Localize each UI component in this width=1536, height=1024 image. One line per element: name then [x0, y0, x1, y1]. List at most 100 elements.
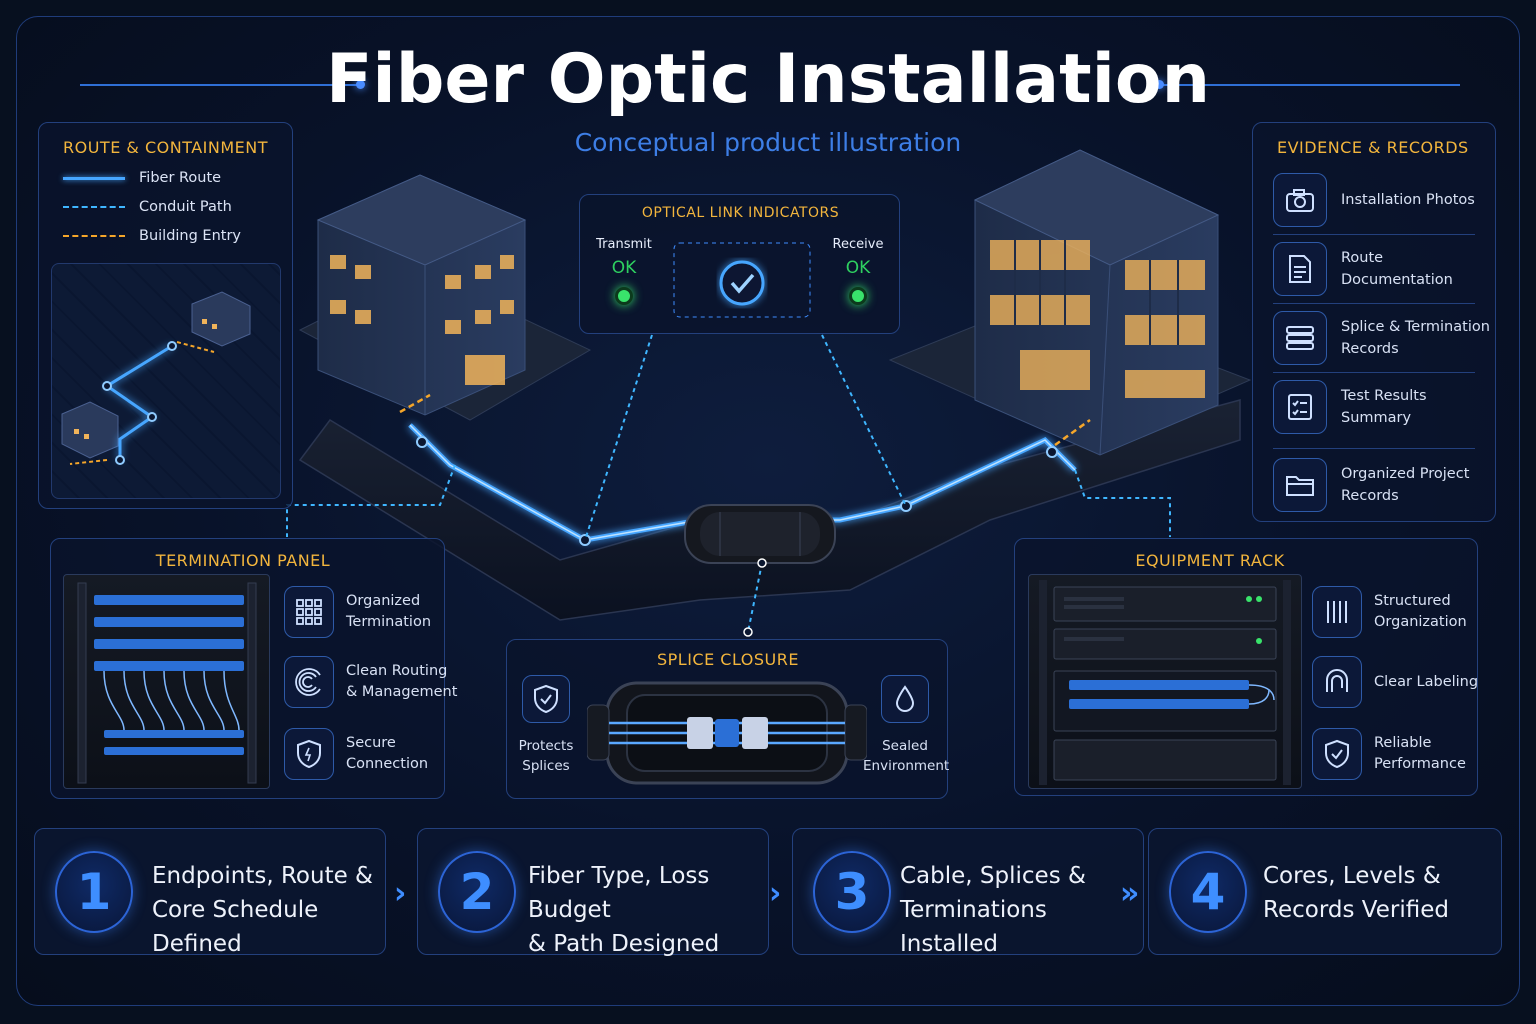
feature-label: Clean Routing & Management — [346, 663, 458, 700]
rack-panel-title: EQUIPMENT RACK — [1135, 551, 1285, 570]
feature-secure-connection: Secure Connection — [284, 728, 458, 780]
step-line-1: Cores, Levels & — [1263, 863, 1441, 889]
transmit-label: Transmit — [596, 237, 652, 252]
feature-label: Structured Organization — [1374, 593, 1467, 630]
document-icon — [1273, 242, 1327, 296]
receive-led — [849, 287, 867, 305]
page-subtitle: Conceptual product illustration — [574, 128, 962, 157]
step-text: Cores, Levels & Records Verified — [1263, 859, 1449, 927]
transmit-led — [615, 287, 633, 305]
step-line-2: Records Verified — [1263, 897, 1449, 923]
feature-label: Organized Termination — [346, 593, 432, 630]
splice-closure-panel: SPLICE CLOSURE Protects Splices Sealed E… — [506, 639, 949, 799]
droplet-icon — [881, 675, 929, 723]
fiber-route-swatch — [63, 176, 125, 180]
legend-building-entry: Building Entry — [63, 228, 241, 244]
link-check-graphic — [662, 242, 822, 318]
route-map-graphic — [61, 291, 251, 465]
building-entry-left — [399, 393, 431, 414]
step-text: Cable, Splices & Terminations Installed — [900, 859, 1143, 961]
connector-termination — [286, 464, 456, 537]
left-building — [316, 174, 527, 416]
legend-fiber-route: Fiber Route — [63, 170, 221, 186]
receive-status: OK — [845, 258, 871, 278]
splice-closure-3d — [684, 504, 836, 564]
conduit-path-swatch — [63, 206, 125, 208]
evidence-label: Organized Project Records — [1341, 466, 1470, 504]
receive-indicator: Receive OK — [828, 237, 888, 305]
feature-structured-organization: Structured Organization — [1312, 586, 1486, 638]
route-nodes — [416, 436, 1058, 546]
bars-icon — [1312, 586, 1362, 638]
connector-splice — [747, 562, 763, 633]
step-line-2: Core Schedule Defined — [152, 897, 319, 957]
legend-label: Fiber Route — [139, 170, 222, 186]
connector-optical-left — [584, 334, 653, 541]
optical-panel-title: OPTICAL LINK INDICATORS — [641, 205, 840, 221]
equipment-rack-panel: EQUIPMENT RACK Structured Organization C… — [1014, 538, 1478, 796]
camera-icon — [1273, 173, 1327, 227]
evidence-label: Test Results Summary — [1341, 388, 1427, 426]
step-4: 4 Cores, Levels & Records Verified — [1148, 828, 1502, 955]
chevron-right-icon: › — [394, 876, 407, 911]
divider — [1273, 448, 1475, 449]
feature-clear-labeling: Clear Labeling — [1312, 656, 1486, 708]
feature-label: Reliable Performance — [1374, 735, 1466, 772]
evidence-panel-title: EVIDENCE & RECORDS — [1277, 138, 1469, 157]
patch-panel-graphic — [77, 582, 257, 784]
step-line-1: Cable, Splices & — [900, 863, 1086, 889]
step-text: Fiber Type, Loss Budget & Path Designed — [528, 859, 768, 961]
grid-icon — [284, 586, 334, 638]
legend-conduit-path: Conduit Path — [63, 199, 232, 215]
divider — [1273, 234, 1475, 235]
patch-panel-visual — [63, 574, 270, 789]
feature-reliable-performance: Reliable Performance — [1312, 728, 1486, 780]
shield-icon — [284, 728, 334, 780]
evidence-item-test-results: Test Results Summary — [1273, 380, 1491, 434]
folder-icon — [1273, 458, 1327, 512]
transmit-status: OK — [611, 258, 637, 278]
feature-label: Secure Connection — [346, 735, 429, 772]
divider — [1273, 372, 1475, 373]
legend-label: Building Entry — [139, 228, 242, 244]
step-number: 4 — [1169, 851, 1247, 933]
termination-panel: TERMINATION PANEL Organized Termination — [50, 538, 457, 799]
evidence-label: Route Documentation — [1341, 250, 1453, 288]
optical-link-panel: OPTICAL LINK INDICATORS Transmit OK Rece… — [579, 194, 900, 334]
evidence-records-panel: EVIDENCE & RECORDS Installation Photos R… — [1252, 122, 1496, 522]
route-map — [51, 263, 281, 499]
step-number: 2 — [438, 851, 516, 933]
step-line-2: & Path Designed — [528, 931, 720, 957]
checklist-icon — [1273, 380, 1327, 434]
step-line-2: Terminations Installed — [900, 897, 1047, 957]
step-line-1: Endpoints, Route & — [152, 863, 373, 889]
page-title: Fiber Optic Installation — [325, 40, 1211, 119]
splice-panel-title: SPLICE CLOSURE — [656, 650, 799, 669]
route-containment-panel: ROUTE & CONTAINMENT Fiber Route Conduit … — [38, 122, 293, 509]
feature-clean-routing: Clean Routing & Management — [284, 656, 458, 708]
evidence-item-project-records: Organized Project Records — [1273, 458, 1491, 512]
building-entry-right — [1054, 418, 1091, 447]
transmit-indicator: Transmit OK — [594, 237, 654, 305]
routing-icon — [284, 656, 334, 708]
stack-icon — [1273, 311, 1327, 365]
tag-icon — [1312, 656, 1362, 708]
divider — [1273, 303, 1475, 304]
chevron-right-icon: › — [769, 876, 782, 911]
title-rule-dot-left — [356, 80, 365, 89]
step-text: Endpoints, Route & Core Schedule Defined — [152, 859, 385, 961]
step-3: 3 Cable, Splices & Terminations Installe… — [792, 828, 1144, 957]
connector-rack — [1074, 469, 1171, 537]
step-2: 2 Fiber Type, Loss Budget & Path Designe… — [417, 828, 769, 957]
evidence-item-splice-records: Splice & Termination Records — [1273, 311, 1491, 365]
receive-label: Receive — [832, 237, 884, 252]
process-steps: 1 Endpoints, Route & Core Schedule Defin… — [34, 828, 1502, 957]
right-building — [973, 149, 1220, 456]
evidence-item-route-documentation: Route Documentation — [1273, 242, 1491, 296]
route-panel-title: ROUTE & CONTAINMENT — [63, 138, 269, 157]
protects-splices-label: Protects Splices — [518, 738, 574, 774]
splice-tray-graphic — [587, 681, 867, 785]
chevron-right-icon: » — [1120, 876, 1140, 911]
title-rule-left — [80, 84, 358, 86]
building-entry-swatch — [63, 235, 125, 237]
